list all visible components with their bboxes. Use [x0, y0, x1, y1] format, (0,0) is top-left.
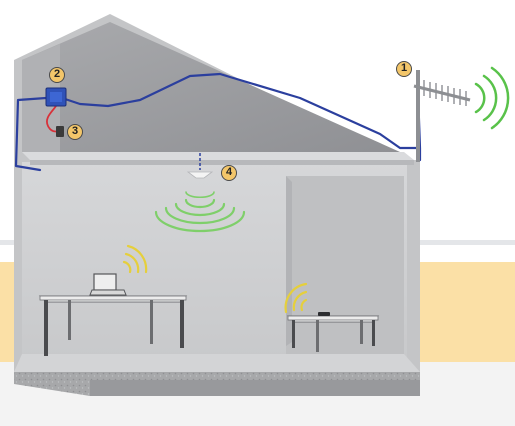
ceiling-slab-edge: [30, 160, 414, 165]
foundation-base: [90, 380, 420, 396]
callout-1-outdoor-antenna: 1: [396, 61, 412, 77]
indoor-ceiling-antenna: [186, 171, 214, 179]
callout-3-power-supply: 3: [67, 124, 83, 140]
ground-floor: [14, 354, 420, 372]
ceiling-slab: [22, 152, 414, 160]
indoor-signal-waves: [154, 191, 246, 233]
outdoor-signal-waves: [474, 66, 510, 130]
attic-roof: [22, 22, 400, 152]
outdoor-yagi-antenna: [413, 70, 471, 162]
desk-with-laptop: [38, 273, 188, 356]
phone-signal-waves: [284, 282, 308, 314]
power-supply: [56, 126, 64, 137]
side-table-with-phone: [286, 312, 380, 352]
repeater-unit: [45, 87, 67, 107]
laptop-signal-waves: [122, 244, 148, 274]
callout-2-repeater: 2: [49, 67, 65, 83]
house-partition-shade: [286, 176, 292, 346]
house-partition-wall: [286, 176, 404, 360]
callout-4-indoor-antenna: 4: [221, 165, 237, 181]
